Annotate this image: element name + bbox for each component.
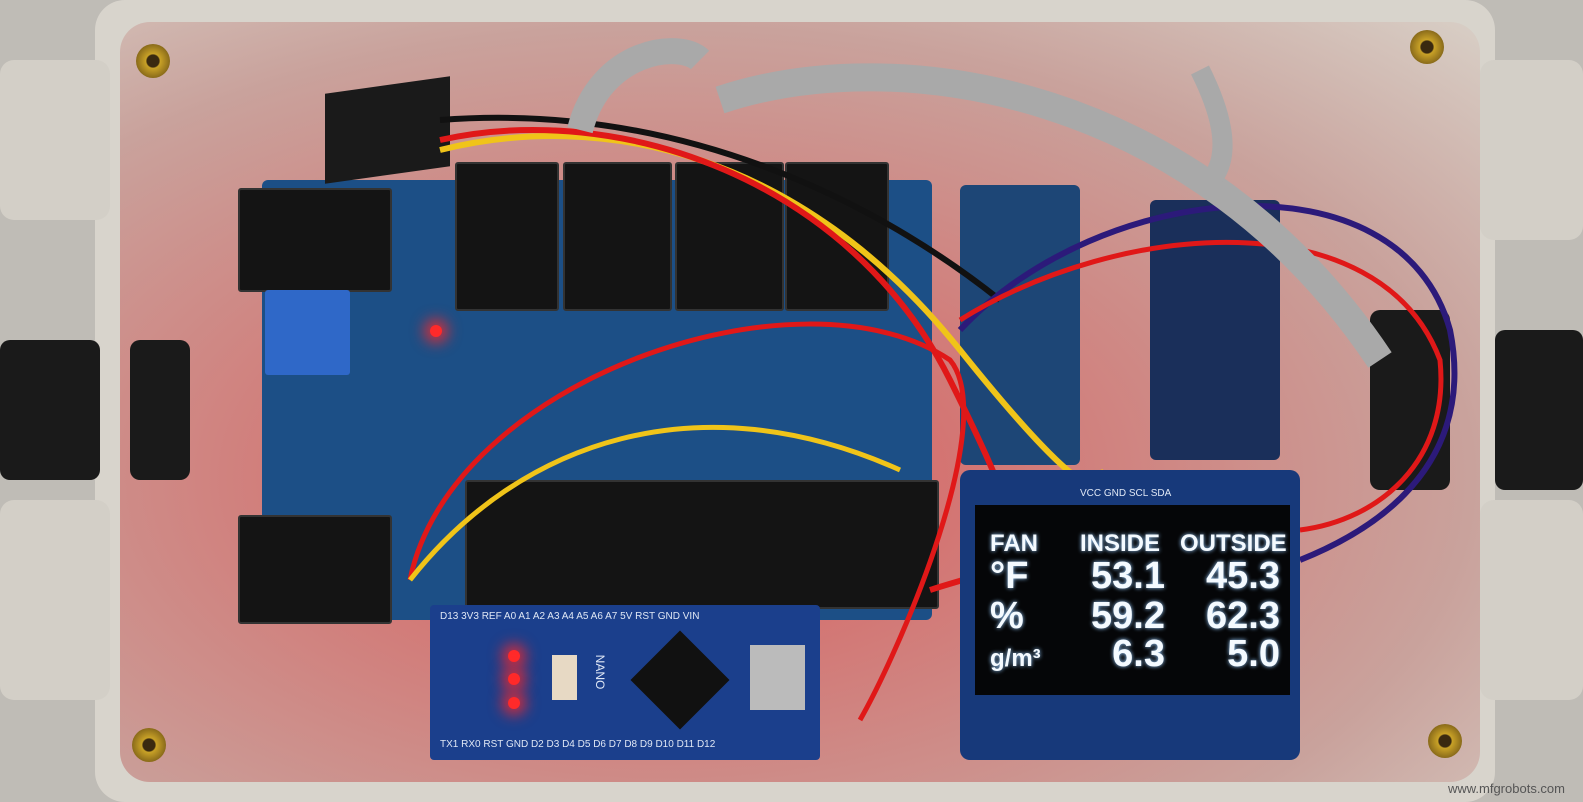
oled-outside-humidity: 62.3 <box>1206 595 1280 637</box>
brass-insert <box>1428 724 1462 758</box>
oled-inside-absolute-humidity: 6.3 <box>1112 633 1165 675</box>
oled-pin-labels: VCC GND SCL SDA <box>1080 488 1172 499</box>
nano-label: NANO <box>593 654 607 690</box>
rj-jack <box>675 162 784 311</box>
arduino-nano: D13 3V3 REF A0 A1 A2 A3 A4 A5 A6 A7 5V R… <box>430 605 820 760</box>
oled-inside-humidity: 59.2 <box>1091 595 1165 637</box>
nano-bottom-pin-labels: TX1 RX0 RST GND D2 D3 D4 D5 D6 D7 D8 D9 … <box>440 739 716 750</box>
oled-outside-absolute-humidity: 5.0 <box>1227 633 1280 675</box>
oled-unit-humidity: % <box>990 595 1024 637</box>
oled-unit-temp: °F <box>990 555 1029 597</box>
nano-top-pin-labels: D13 3V3 REF A0 A1 A2 A3 A4 A5 A6 A7 5V R… <box>440 611 700 622</box>
oled-col-outside: OUTSIDE <box>1180 530 1287 557</box>
oled-col-inside: INSIDE <box>1080 530 1161 557</box>
oled-outside-temp: 45.3 <box>1206 555 1280 597</box>
mounting-flange-right-bottom <box>1480 500 1583 700</box>
oled-col-fan: FAN <box>990 530 1038 557</box>
brass-insert <box>132 728 166 762</box>
mounting-flange-left-bottom <box>0 500 110 700</box>
status-led <box>508 650 520 662</box>
brass-insert <box>1410 30 1444 64</box>
cable-gland-left <box>0 340 100 480</box>
oled-unit-absolute-humidity: g/m³ <box>990 645 1041 672</box>
rj-jack <box>563 162 672 311</box>
rj-jack-row <box>465 480 939 609</box>
oled-inside-temp: 53.1 <box>1091 555 1165 597</box>
screw-terminal <box>265 290 350 375</box>
mounting-flange-right-top <box>1480 60 1583 240</box>
power-led <box>430 325 442 337</box>
rj-jack <box>455 162 559 311</box>
status-led <box>508 697 520 709</box>
rj-jack <box>238 515 392 624</box>
microcontroller-chip <box>630 630 730 730</box>
status-led <box>508 673 520 685</box>
cable-gland-right <box>1495 330 1583 490</box>
oled-screen: FAN INSIDE OUTSIDE °F 53.1 45.3 % 59.2 6… <box>975 505 1290 695</box>
cable-gland-nut-right <box>1370 310 1450 490</box>
reset-button[interactable] <box>552 655 577 700</box>
usb-port[interactable] <box>750 645 805 710</box>
cable-gland-nut-left <box>130 340 190 480</box>
brass-insert <box>136 44 170 78</box>
watermark: www.mfgrobots.com <box>1447 781 1565 796</box>
rj-jack <box>238 188 392 292</box>
mounting-flange-left-top <box>0 60 110 220</box>
rj-jack <box>785 162 889 311</box>
